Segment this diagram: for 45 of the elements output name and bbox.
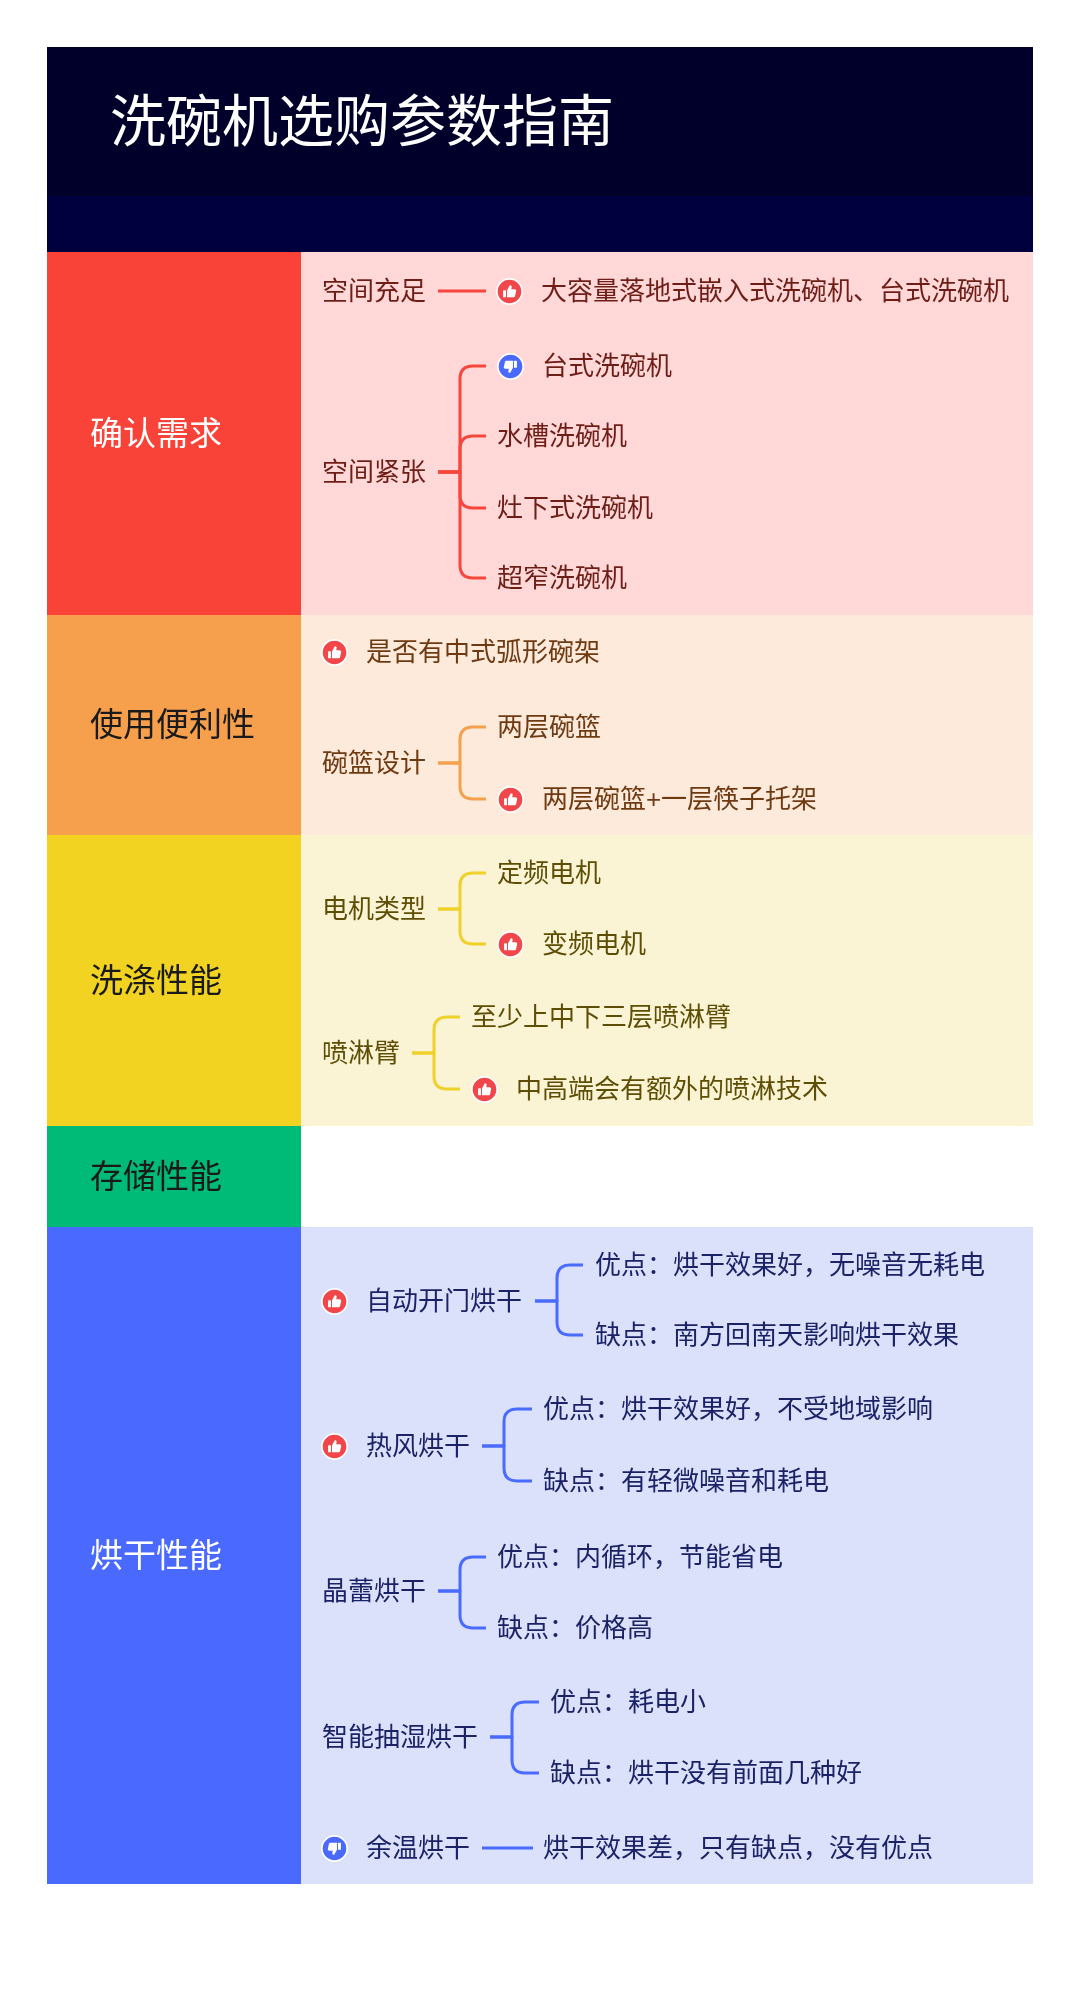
topic-label: 热风烘干 (366, 1430, 470, 1462)
category-header (47, 1126, 301, 1227)
topic-label: 两层碗篮+一层筷子托架 (542, 783, 818, 815)
topic-label: 烘干效果差，只有缺点，没有优点 (543, 1832, 933, 1864)
branch-line (535, 1299, 583, 1337)
category-row (47, 252, 1033, 615)
diagram-title: 洗碗机选购参数指南 (110, 88, 614, 155)
branch-line (438, 289, 486, 293)
topic-label: 优点：内循环，节能省电 (497, 1541, 783, 1573)
topic-label: 是否有中式弧形碗架 (366, 636, 600, 668)
topic-label: 两层碗篮 (497, 711, 601, 743)
topic-label: 空间充足 (322, 275, 426, 307)
topic-label: 缺点：烘干没有前面几种好 (550, 1757, 862, 1789)
topic-label: 余温烘干 (366, 1832, 470, 1864)
topic-label: 水槽洗碗机 (497, 420, 627, 452)
category-title: 烘干性能 (90, 1535, 222, 1576)
category-row (47, 1227, 1033, 1884)
topic-label: 自动开门烘干 (366, 1285, 522, 1317)
topic-label: 灶下式洗碗机 (497, 492, 653, 524)
topic-label: 晶蕾烘干 (322, 1575, 426, 1607)
category-title: 洗涤性能 (90, 960, 222, 1001)
topic-label: 空间紧张 (322, 456, 426, 488)
branch-line (482, 1846, 533, 1850)
topic-label: 台式洗碗机 (542, 350, 672, 382)
topic-label: 至少上中下三层喷淋臂 (471, 1001, 731, 1033)
topic-label: 优点：烘干效果好，无噪音无耗电 (595, 1249, 985, 1281)
category-title: 确认需求 (90, 413, 222, 454)
topic-label: 电机类型 (322, 893, 426, 925)
topic-label: 智能抽湿烘干 (322, 1721, 478, 1753)
topic-label: 中高端会有额外的喷淋技术 (516, 1073, 828, 1105)
topic-label: 定频电机 (497, 857, 601, 889)
category-row (47, 835, 1033, 1126)
topic-label: 优点：耗电小 (550, 1686, 706, 1718)
topic-label: 喷淋臂 (322, 1037, 400, 1069)
topic-label: 变频电机 (542, 928, 646, 960)
topic-label: 缺点：有轻微噪音和耗电 (543, 1465, 829, 1497)
topic-label: 缺点：南方回南天影响烘干效果 (595, 1319, 959, 1351)
topic-label: 碗篮设计 (322, 747, 426, 779)
topic-label: 缺点：价格高 (497, 1612, 653, 1644)
category-title: 使用便利性 (90, 705, 255, 745)
topic-label: 优点：烘干效果好，不受地域影响 (543, 1393, 933, 1425)
topic-label: 超窄洗碗机 (497, 562, 627, 594)
category-title: 存储性能 (90, 1156, 222, 1197)
category-row (47, 615, 1033, 835)
topic-label: 大容量落地式嵌入式洗碗机、台式洗碗机 (541, 275, 1009, 307)
